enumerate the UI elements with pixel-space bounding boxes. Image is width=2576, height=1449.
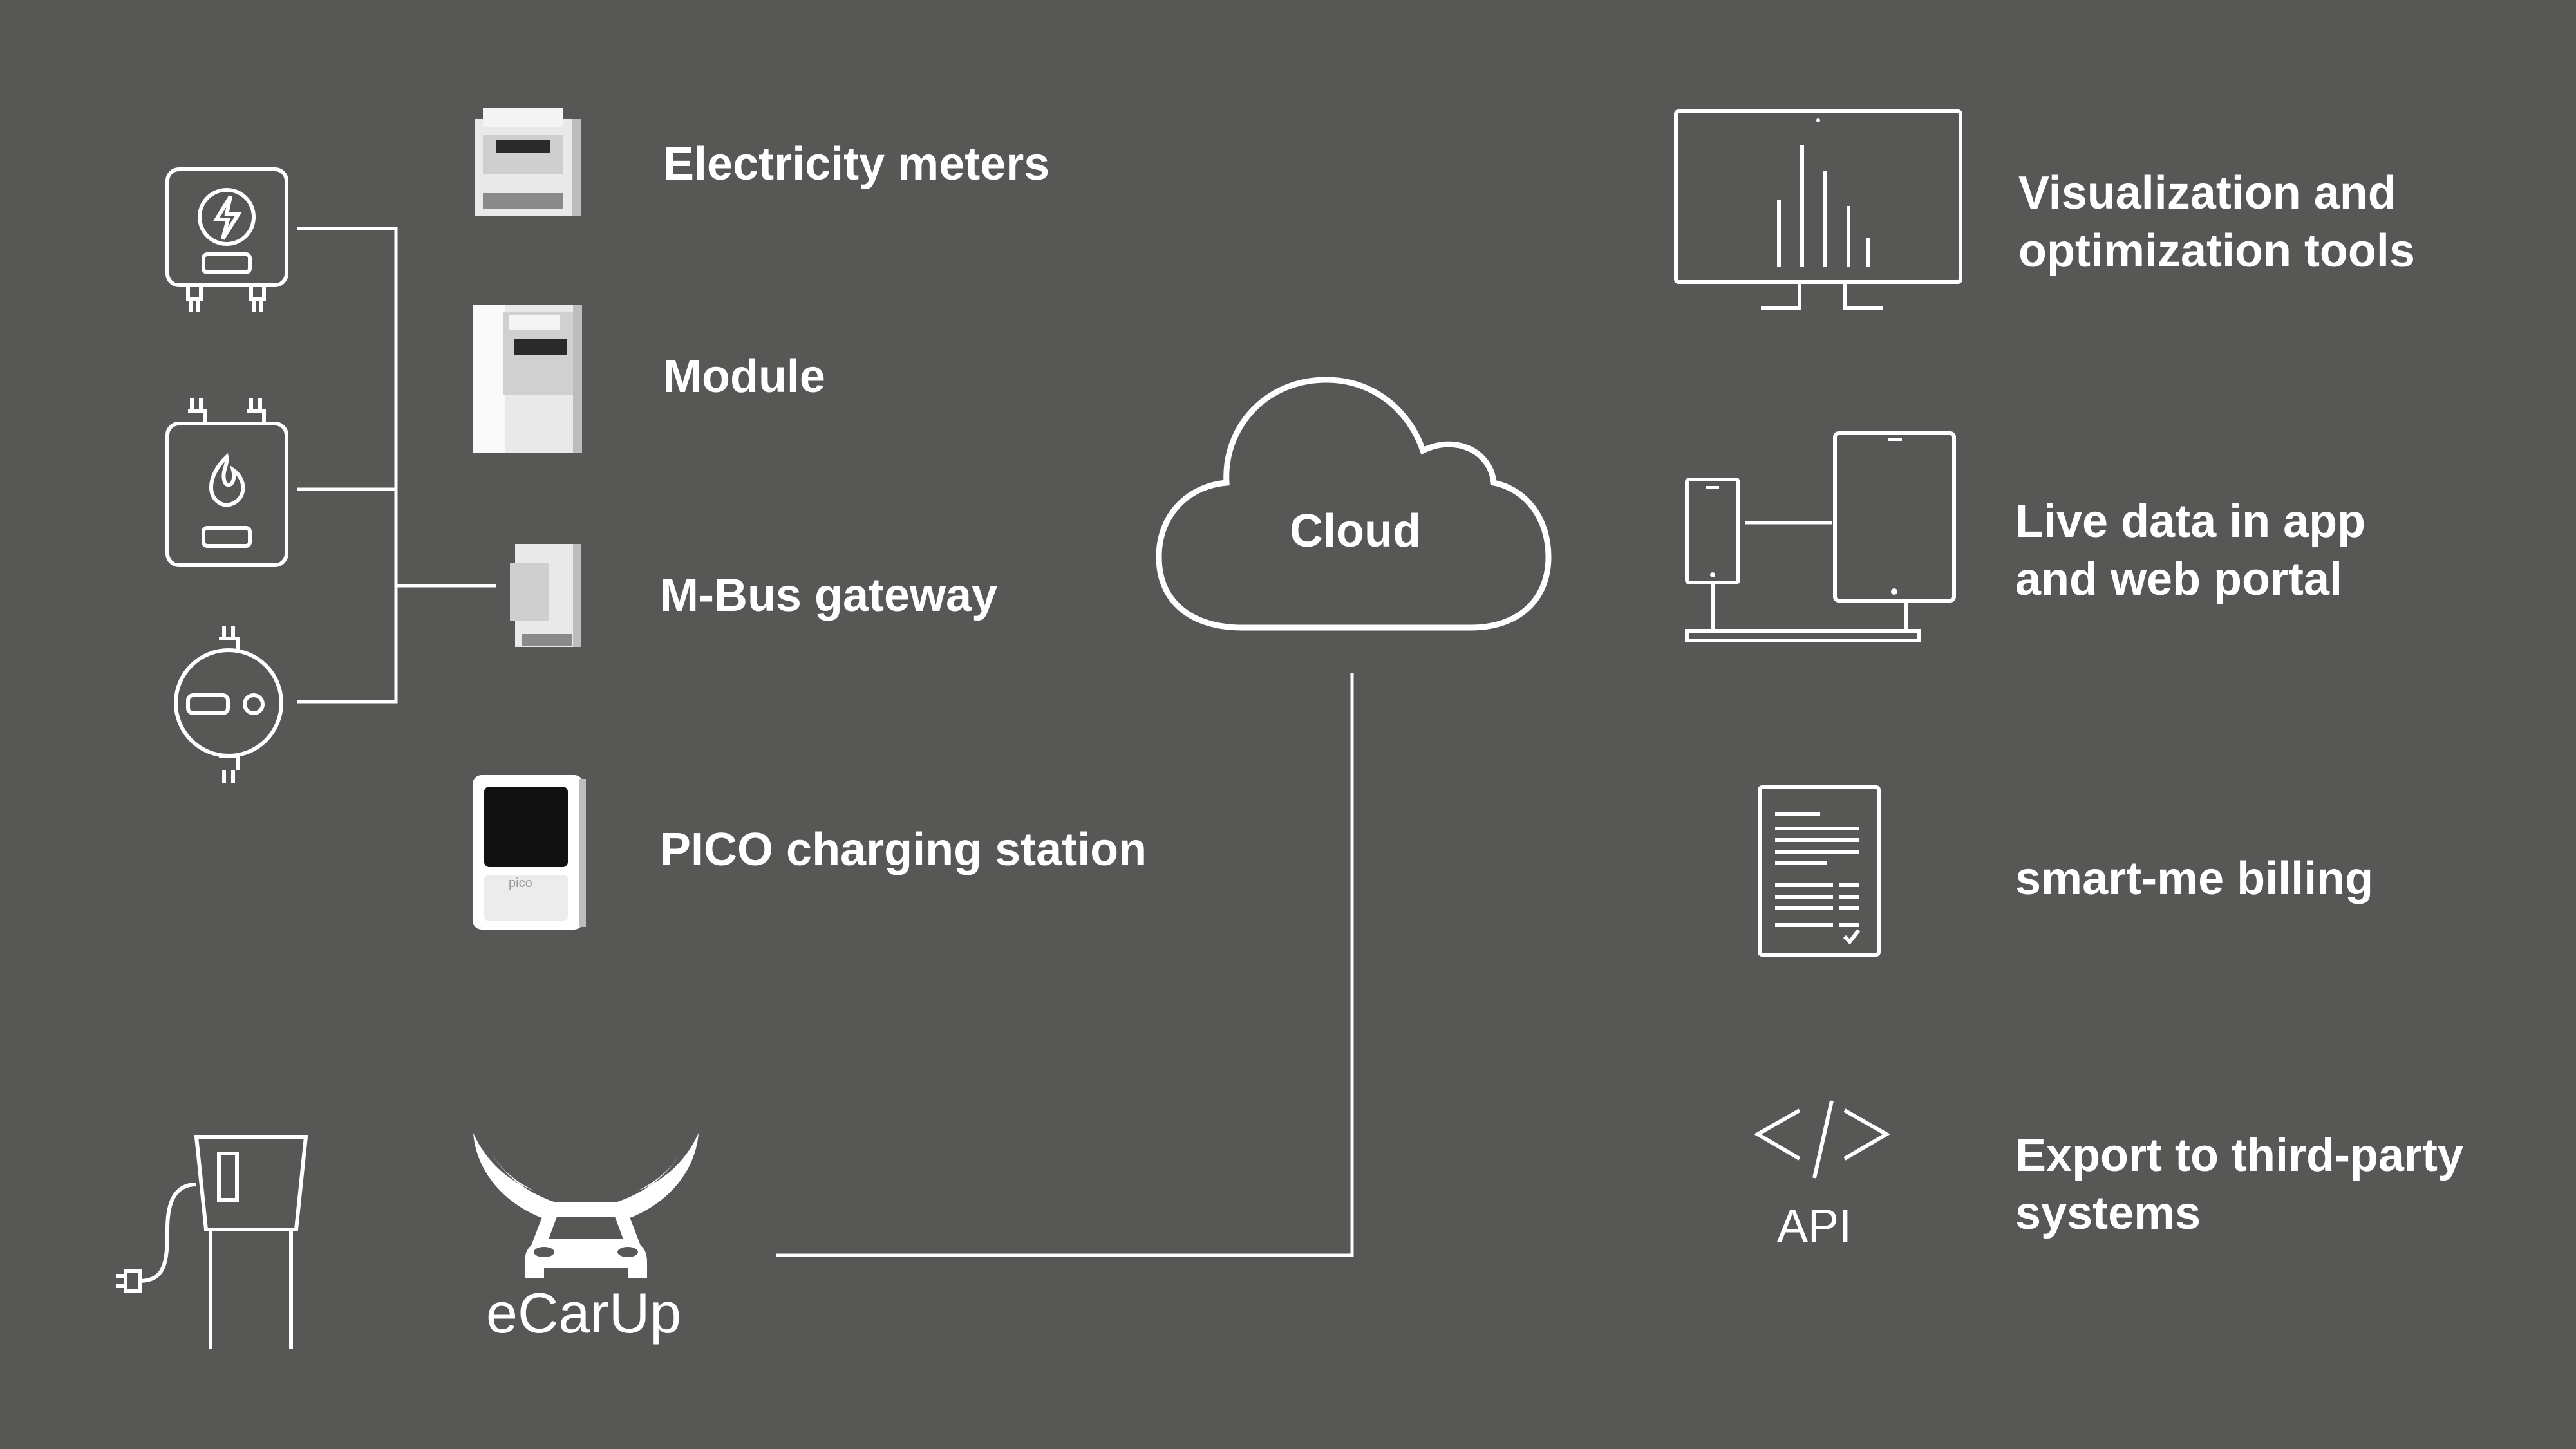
electricity-meter-device-icon (475, 108, 581, 216)
service-label-live-data-line1: Live data in app (2015, 496, 2366, 547)
phone-tablet-icon (1685, 431, 1956, 642)
service-label-visualization-line2: optimization tools (2018, 225, 2415, 277)
cloud-icon (1156, 377, 1552, 631)
ecarup-logo-icon (473, 1133, 699, 1278)
device-label-electricity-meters: Electricity meters (663, 138, 1050, 190)
api-code-icon (1753, 1100, 1891, 1179)
gas-meter-icon (165, 398, 288, 567)
module-device-icon (473, 305, 582, 453)
device-label-mbus-gateway: M-Bus gateway (660, 570, 998, 621)
pico-badge: pico (509, 876, 532, 890)
service-label-billing: smart-me billing (2015, 853, 2374, 904)
billing-document-icon (1758, 785, 1881, 957)
api-label: API (1777, 1201, 1852, 1252)
monitor-chart-icon (1674, 109, 1962, 310)
service-label-export-line2: systems (2015, 1188, 2201, 1239)
service-label-live-data-line2: and web portal (2015, 554, 2343, 605)
mbus-gateway-device-icon (510, 544, 581, 647)
cloud-label: Cloud (1290, 505, 1421, 557)
pico-charging-station-icon: pico (473, 775, 586, 930)
electricity-meter-icon (165, 167, 288, 312)
ecarup-label: eCarUp (486, 1281, 682, 1345)
device-label-pico-charging-station: PICO charging station (660, 824, 1147, 875)
service-label-visualization-line1: Visualization and (2018, 167, 2396, 219)
service-label-export-line1: Export to third-party (2015, 1130, 2463, 1181)
water-meter-icon (174, 626, 283, 783)
ev-charger-icon (116, 1135, 308, 1349)
device-label-module: Module (663, 351, 825, 402)
